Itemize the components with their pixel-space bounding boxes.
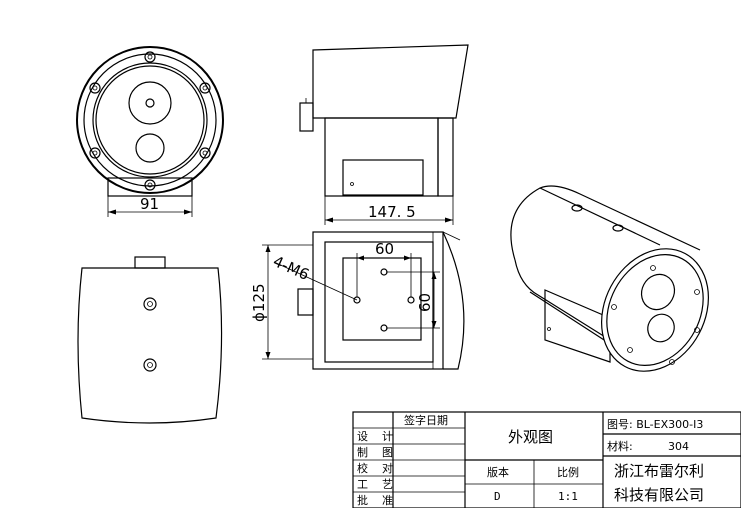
drawing-number: 图号: BL-EX300-I3 bbox=[607, 418, 703, 431]
row-process: 工 艺 bbox=[357, 478, 393, 491]
version-value: D bbox=[494, 490, 501, 503]
row-approve: 批 准 bbox=[357, 493, 393, 507]
material-value: 304 bbox=[668, 440, 689, 453]
iso-view bbox=[510, 185, 710, 372]
title-block: 签字日期 设 计 制 图 校 对 工 艺 批 准 外观图 版本 比例 D 1:1… bbox=[352, 411, 741, 508]
row-drafting: 制 图 bbox=[357, 446, 393, 459]
front-bolts bbox=[89, 51, 211, 191]
dim-bolt-v: 60 bbox=[416, 293, 434, 312]
thread-label: 4-M6 bbox=[270, 252, 312, 284]
row-check: 校 对 bbox=[357, 461, 393, 475]
scale-value: 1:1 bbox=[558, 490, 578, 503]
company-line-2: 科技有限公司 bbox=[614, 486, 704, 504]
material-label: 材料: bbox=[607, 439, 633, 453]
side-view: 147. 5 bbox=[299, 44, 469, 225]
bottom-view: 60 60 ϕ125 4-M6 bbox=[250, 231, 465, 370]
company-line-1: 浙江布雷尔利 bbox=[614, 462, 704, 480]
dim-length: 147. 5 bbox=[368, 203, 416, 221]
version-label: 版本 bbox=[487, 465, 509, 479]
drawing-name: 外观图 bbox=[508, 428, 553, 446]
dim-bolt-h: 60 bbox=[375, 240, 394, 258]
sign-date-header: 签字日期 bbox=[404, 413, 448, 427]
dim-width: 91 bbox=[140, 195, 159, 213]
bolt-holes bbox=[353, 268, 415, 332]
row-design: 设 计 bbox=[357, 430, 393, 443]
back-view bbox=[77, 256, 223, 424]
front-view: 91 bbox=[76, 46, 224, 217]
dim-height: ϕ125 bbox=[250, 283, 268, 322]
scale-label: 比例 bbox=[557, 465, 579, 479]
